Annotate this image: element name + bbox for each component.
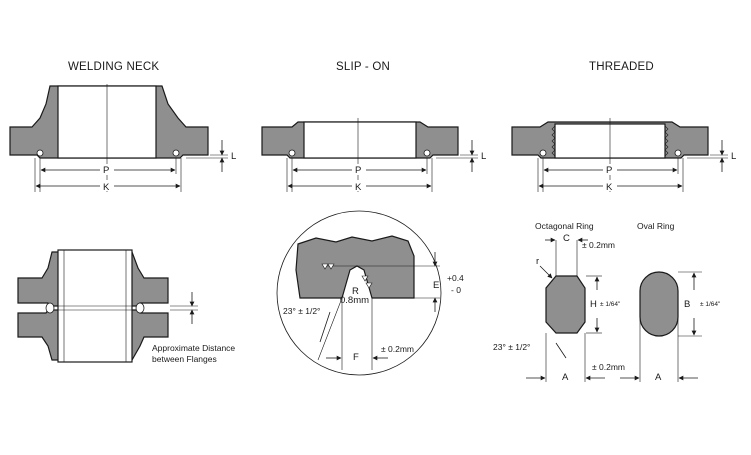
so-dim-p: P bbox=[355, 165, 361, 176]
assembly-note-line1: Approximate Distance bbox=[152, 343, 235, 353]
flange-assembly: Approximate Distance between Flanges bbox=[17, 249, 235, 364]
assembly-note-line2: between Flanges bbox=[152, 354, 217, 364]
th-dim-l: L bbox=[731, 151, 736, 162]
wn-dim-p: P bbox=[103, 165, 109, 176]
groove-radius: 0.8mm bbox=[340, 295, 369, 306]
slip-on-flange: SLIP - ON P K L bbox=[261, 61, 486, 193]
oct-dim-c: C bbox=[563, 233, 570, 244]
groove-tol-f: ± 0.2mm bbox=[381, 344, 414, 354]
groove-angle: 23° ± 1/2° bbox=[283, 306, 320, 316]
oct-dim-r: r bbox=[536, 256, 539, 267]
oval-dim-a: A bbox=[655, 372, 662, 383]
oval-ring-section bbox=[639, 271, 679, 337]
oct-tol-c: ± 0.2mm bbox=[582, 240, 615, 250]
oval-dim-b: B bbox=[684, 299, 690, 310]
welding-neck-flange: WELDING NECK P K L bbox=[9, 61, 236, 193]
so-dim-l: L bbox=[481, 151, 486, 162]
slip-on-bore bbox=[303, 121, 417, 159]
oval-ring-title: Oval Ring bbox=[637, 221, 675, 231]
groove-dim-r: R bbox=[352, 286, 359, 297]
threaded-title: THREADED bbox=[589, 61, 654, 73]
oct-dim-h: H bbox=[590, 299, 597, 310]
groove-tol-plus: +0.4 bbox=[447, 273, 464, 283]
threaded-flange: THREADED P K L bbox=[511, 61, 736, 193]
octagonal-ring-section bbox=[545, 275, 586, 334]
th-dim-k: K bbox=[606, 182, 613, 193]
wn-groove-left bbox=[36, 149, 44, 157]
groove-dim-e: E bbox=[433, 280, 439, 291]
so-dim-k: K bbox=[355, 182, 362, 193]
wn-groove-right bbox=[172, 149, 180, 157]
welding-neck-title: WELDING NECK bbox=[68, 61, 159, 73]
octagonal-ring-title: Octagonal Ring bbox=[535, 221, 594, 231]
groove-tol-minus: - 0 bbox=[451, 285, 461, 295]
groove-detail: E +0.4 - 0 R 0.8mm 23° ± 1/2° F ± 0.2mm bbox=[276, 210, 464, 376]
slip-on-title: SLIP - ON bbox=[336, 61, 390, 73]
oval-tol-b: ± 1/64" bbox=[700, 301, 721, 308]
th-dim-p: P bbox=[606, 165, 612, 176]
oct-tol-h: ± 1/64" bbox=[600, 301, 621, 308]
oct-tol-a: ± 0.2mm bbox=[592, 362, 625, 372]
groove-dim-f: F bbox=[353, 352, 359, 363]
oct-dim-a: A bbox=[562, 372, 569, 383]
oct-angle: 23° ± 1/2° bbox=[493, 342, 530, 352]
wn-dim-l: L bbox=[231, 151, 236, 162]
ring-gaskets: Octagonal Ring Oval Ring C ± 0.2mm r H ±… bbox=[493, 221, 721, 383]
wn-dim-k: K bbox=[103, 182, 110, 193]
